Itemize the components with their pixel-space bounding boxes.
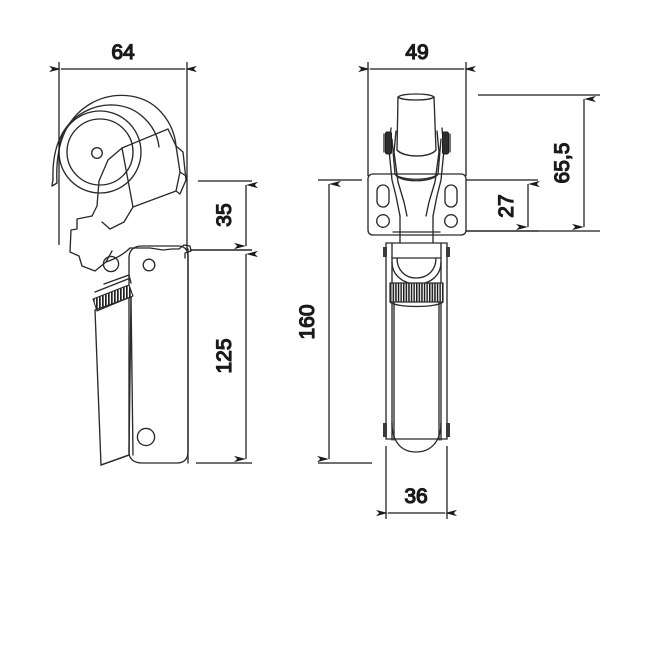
dim-label-160: 160 bbox=[296, 304, 319, 339]
flange-mark-lower-right bbox=[446, 423, 450, 437]
arm-lower-transition bbox=[101, 206, 134, 230]
foot-round-bottom bbox=[391, 422, 442, 453]
latch-pivot-circle bbox=[102, 255, 120, 273]
dimension-64: 64 bbox=[49, 40, 197, 250]
latch-lever-arc bbox=[105, 247, 131, 263]
dimension-36: 36 bbox=[376, 446, 457, 519]
swivel-arm-edge-face bbox=[175, 145, 187, 195]
dim-label-36: 36 bbox=[404, 485, 427, 508]
dim-label-125: 125 bbox=[213, 338, 236, 373]
dim-label-49: 49 bbox=[405, 41, 428, 64]
knurled-ring-side bbox=[92, 284, 134, 312]
mounting-plate-slot-left bbox=[376, 184, 390, 208]
dim-label-27: 27 bbox=[495, 194, 518, 217]
latch-lever-outline bbox=[69, 215, 113, 272]
wheel-front-mid-arc bbox=[396, 149, 437, 157]
dim-label-64: 64 bbox=[111, 41, 135, 64]
flange-mark-lower-left bbox=[383, 423, 387, 437]
dimension-125: 125 bbox=[190, 249, 258, 464]
mounting-plate-hole-right bbox=[444, 214, 458, 228]
dim-label-65-5: 65,5 bbox=[551, 143, 574, 184]
wheel-tread-circle bbox=[66, 118, 134, 186]
knurled-ring-front bbox=[389, 282, 444, 303]
mounting-plate-slot-right bbox=[444, 184, 458, 208]
spring-dome-arc bbox=[396, 257, 437, 279]
flange-mark-upper-right bbox=[446, 247, 450, 257]
body-plate-upper-hole bbox=[142, 258, 156, 272]
fork-outer-arc bbox=[56, 94, 177, 184]
knurled-ring-bottom-arc bbox=[389, 301, 444, 308]
fork-tail-tip bbox=[51, 178, 58, 187]
axle-cap-right bbox=[442, 131, 449, 155]
knurl-top-edge bbox=[94, 278, 129, 293]
dimension-layer: 64 35 125 49 160 bbox=[49, 40, 600, 519]
side-view-geometry bbox=[51, 94, 192, 466]
axle-cap-left bbox=[385, 131, 392, 155]
lower-leg-inner-line bbox=[130, 296, 134, 456]
fork-right-arm-inner bbox=[425, 130, 440, 217]
wheel-front-top-arc bbox=[397, 96, 435, 101]
mounting-plate-outline bbox=[367, 173, 467, 236]
arm-left-profile bbox=[91, 147, 123, 217]
dim-label-35: 35 bbox=[213, 203, 236, 226]
wheel-hub-circle bbox=[91, 147, 103, 159]
fork-left-arm-inner bbox=[393, 130, 408, 217]
body-plate-lower-hole bbox=[136, 427, 156, 447]
dimension-49: 49 bbox=[358, 40, 476, 176]
dimension-160: 160 bbox=[295, 179, 372, 464]
flange-mark-upper-left bbox=[383, 247, 387, 257]
swivel-arm-edge-line bbox=[179, 171, 187, 177]
mounting-plate-hole-left bbox=[376, 214, 390, 228]
dimension-35: 35 bbox=[190, 180, 258, 251]
knurl-cap-detail bbox=[103, 274, 132, 285]
dimension-27: 27 bbox=[466, 179, 540, 232]
lower-leg-foot bbox=[100, 454, 130, 466]
front-view-geometry bbox=[367, 93, 467, 453]
